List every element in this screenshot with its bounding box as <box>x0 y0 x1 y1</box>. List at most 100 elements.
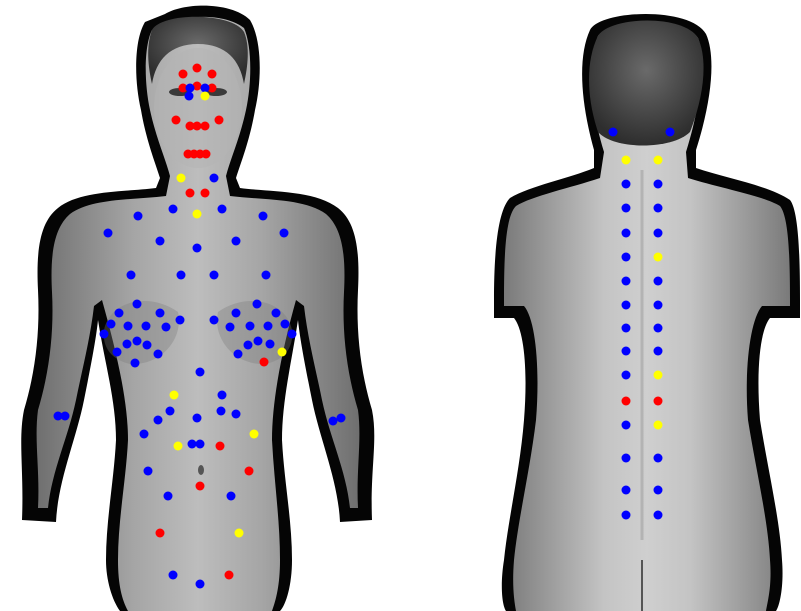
blue-point-marker <box>226 323 235 332</box>
blue-point-marker <box>193 244 202 253</box>
red-point-marker <box>156 529 165 538</box>
blue-point-marker <box>622 229 631 238</box>
blue-point-marker <box>210 174 219 183</box>
blue-point-marker <box>123 340 132 349</box>
blue-point-marker <box>622 454 631 463</box>
red-point-marker <box>216 442 225 451</box>
blue-point-marker <box>193 414 202 423</box>
red-point-marker <box>622 397 631 406</box>
blue-point-marker <box>188 440 197 449</box>
yellow-point-marker <box>177 174 186 183</box>
blue-point-marker <box>622 486 631 495</box>
red-point-marker <box>193 64 202 73</box>
blue-point-marker <box>246 322 255 331</box>
blue-point-marker <box>654 277 663 286</box>
blue-point-marker <box>217 407 226 416</box>
blue-point-marker <box>622 301 631 310</box>
blue-point-marker <box>622 371 631 380</box>
blue-point-marker <box>622 253 631 262</box>
blue-point-marker <box>272 309 281 318</box>
blue-point-marker <box>654 180 663 189</box>
blue-point-marker <box>127 271 136 280</box>
blue-point-marker <box>210 271 219 280</box>
blue-point-marker <box>218 205 227 214</box>
blue-point-marker <box>337 414 346 423</box>
red-point-marker <box>202 150 211 159</box>
back-hair <box>589 21 704 146</box>
blue-point-marker <box>654 229 663 238</box>
blue-point-marker <box>144 467 153 476</box>
blue-point-marker <box>154 416 163 425</box>
blue-point-marker <box>622 421 631 430</box>
blue-point-marker <box>133 337 142 346</box>
blue-point-marker <box>133 300 142 309</box>
blue-point-marker <box>176 316 185 325</box>
blue-point-marker <box>654 301 663 310</box>
yellow-point-marker <box>654 371 663 380</box>
blue-point-marker <box>107 320 116 329</box>
red-point-marker <box>179 70 188 79</box>
blue-point-marker <box>196 440 205 449</box>
red-point-marker <box>186 189 195 198</box>
blue-point-marker <box>232 237 241 246</box>
blue-point-marker <box>100 330 109 339</box>
red-point-marker <box>245 467 254 476</box>
blue-point-marker <box>134 212 143 221</box>
blue-point-marker <box>142 322 151 331</box>
blue-point-marker <box>201 84 210 93</box>
blue-point-marker <box>654 454 663 463</box>
red-point-marker <box>225 571 234 580</box>
red-point-marker <box>201 122 210 131</box>
yellow-point-marker <box>654 421 663 430</box>
blue-point-marker <box>234 350 243 359</box>
blue-point-marker <box>244 341 253 350</box>
blue-point-marker <box>140 430 149 439</box>
blue-point-marker <box>113 348 122 357</box>
blue-point-marker <box>622 324 631 333</box>
blue-point-marker <box>622 204 631 213</box>
blue-point-marker <box>254 337 263 346</box>
blue-point-marker <box>232 309 241 318</box>
blue-point-marker <box>210 316 219 325</box>
front-figure <box>21 6 374 611</box>
blue-point-marker <box>666 128 675 137</box>
yellow-point-marker <box>278 348 287 357</box>
blue-point-marker <box>186 84 195 93</box>
blue-point-marker <box>280 229 289 238</box>
blue-point-marker <box>654 204 663 213</box>
red-point-marker <box>654 397 663 406</box>
blue-point-marker <box>232 410 241 419</box>
blue-point-marker <box>196 368 205 377</box>
navel <box>198 465 204 475</box>
blue-point-marker <box>115 309 124 318</box>
blue-point-marker <box>169 571 178 580</box>
blue-point-marker <box>253 300 262 309</box>
yellow-point-marker <box>654 156 663 165</box>
red-point-marker <box>208 70 217 79</box>
blue-point-marker <box>154 350 163 359</box>
yellow-point-marker <box>622 156 631 165</box>
blue-point-marker <box>166 407 175 416</box>
yellow-point-marker <box>174 442 183 451</box>
blue-point-marker <box>622 277 631 286</box>
blue-point-marker <box>156 309 165 318</box>
blue-point-marker <box>227 492 236 501</box>
blue-point-marker <box>266 340 275 349</box>
blue-point-marker <box>622 180 631 189</box>
red-point-marker <box>196 482 205 491</box>
blue-point-marker <box>654 324 663 333</box>
blue-point-marker <box>177 271 186 280</box>
blue-point-marker <box>654 511 663 520</box>
blue-point-marker <box>185 92 194 101</box>
yellow-point-marker <box>654 253 663 262</box>
blue-point-marker <box>622 347 631 356</box>
blue-point-marker <box>162 323 171 332</box>
blue-point-marker <box>196 580 205 589</box>
blue-point-marker <box>329 417 338 426</box>
blue-point-marker <box>259 212 268 221</box>
red-point-marker <box>260 358 269 367</box>
blue-point-marker <box>156 237 165 246</box>
blue-point-marker <box>61 412 70 421</box>
